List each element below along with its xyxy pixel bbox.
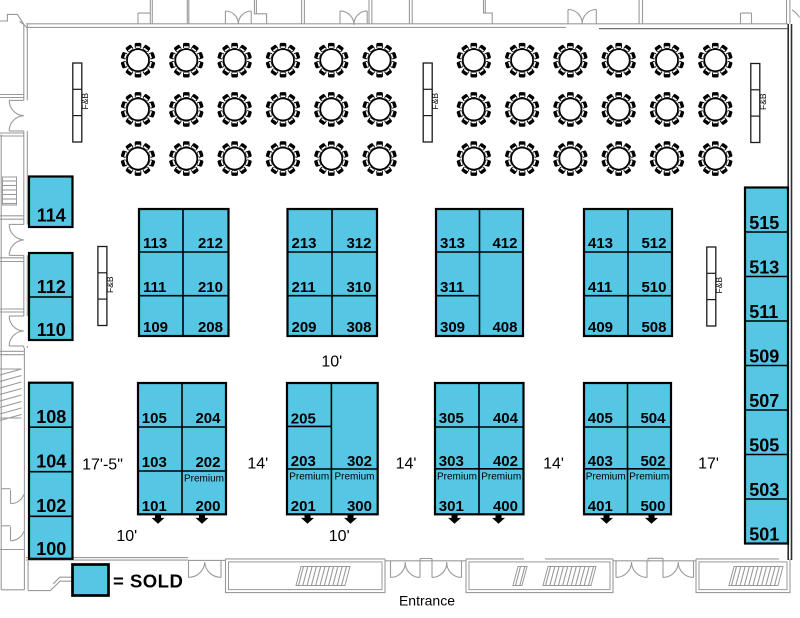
svg-text:515: 515	[749, 213, 779, 233]
svg-text:202: 202	[195, 454, 220, 471]
svg-text:203: 203	[291, 453, 316, 470]
svg-text:310: 310	[346, 279, 371, 296]
svg-text:413: 413	[588, 235, 613, 252]
svg-text:200: 200	[195, 498, 220, 515]
svg-text:101: 101	[142, 498, 167, 515]
svg-text:500: 500	[640, 498, 665, 515]
svg-text:10': 10'	[116, 528, 137, 545]
svg-text:305: 305	[439, 410, 464, 427]
svg-text:Entrance: Entrance	[399, 592, 455, 608]
svg-text:204: 204	[195, 410, 221, 427]
svg-text:112: 112	[37, 277, 66, 297]
svg-text:209: 209	[292, 319, 317, 336]
svg-text:412: 412	[492, 235, 517, 252]
svg-text:10': 10'	[329, 528, 350, 545]
svg-text:313: 313	[440, 235, 465, 252]
svg-text:502: 502	[640, 453, 665, 470]
svg-text:505: 505	[749, 435, 779, 455]
svg-text:103: 103	[142, 454, 167, 471]
svg-text:300: 300	[347, 498, 372, 515]
svg-text:14': 14'	[543, 456, 564, 473]
svg-text:507: 507	[749, 391, 779, 411]
svg-text:405: 405	[588, 410, 613, 427]
svg-text:401: 401	[588, 498, 613, 515]
svg-text:309: 309	[440, 319, 465, 336]
svg-text:205: 205	[291, 410, 316, 427]
svg-text:14': 14'	[396, 456, 417, 473]
svg-text:404: 404	[493, 410, 519, 427]
svg-text:411: 411	[588, 279, 612, 296]
svg-text:312: 312	[346, 235, 371, 252]
svg-text:114: 114	[37, 206, 66, 226]
svg-text:303: 303	[439, 453, 464, 470]
svg-text:113: 113	[143, 235, 167, 252]
svg-text:512: 512	[641, 235, 666, 252]
svg-text:100: 100	[36, 539, 66, 559]
svg-text:17'-5": 17'-5"	[82, 457, 123, 474]
svg-text:14': 14'	[247, 456, 268, 473]
svg-text:400: 400	[493, 498, 518, 515]
svg-text:Premium: Premium	[481, 471, 521, 482]
svg-text:213: 213	[292, 235, 317, 252]
svg-text:109: 109	[143, 319, 168, 336]
svg-text:208: 208	[198, 319, 223, 336]
svg-text:504: 504	[640, 410, 666, 427]
svg-text:= SOLD: = SOLD	[113, 571, 183, 592]
svg-text:108: 108	[36, 407, 66, 427]
svg-text:Premium: Premium	[289, 472, 329, 483]
svg-text:302: 302	[347, 453, 372, 470]
svg-text:Premium: Premium	[334, 472, 374, 483]
svg-text:509: 509	[749, 346, 779, 366]
svg-text:308: 308	[346, 319, 371, 336]
svg-text:Premium: Premium	[184, 474, 224, 485]
svg-text:212: 212	[198, 235, 223, 252]
svg-text:211: 211	[292, 279, 316, 296]
svg-text:301: 301	[439, 498, 464, 515]
svg-text:Premium: Premium	[437, 471, 477, 482]
svg-text:104: 104	[36, 452, 66, 472]
svg-text:510: 510	[641, 279, 666, 296]
svg-text:201: 201	[291, 498, 316, 515]
svg-text:111: 111	[143, 279, 166, 296]
svg-text:210: 210	[198, 279, 223, 296]
svg-text:408: 408	[492, 319, 517, 336]
svg-text:511: 511	[749, 302, 778, 322]
svg-text:17': 17'	[698, 456, 719, 473]
svg-text:311: 311	[440, 279, 464, 296]
svg-text:501: 501	[749, 524, 779, 544]
svg-text:10': 10'	[321, 354, 342, 371]
svg-text:503: 503	[749, 480, 779, 500]
svg-text:402: 402	[493, 453, 518, 470]
svg-text:105: 105	[142, 410, 167, 427]
svg-text:508: 508	[641, 319, 666, 336]
svg-text:102: 102	[36, 496, 66, 516]
svg-text:Premium: Premium	[586, 471, 626, 482]
svg-text:110: 110	[37, 320, 66, 340]
svg-text:Premium: Premium	[629, 471, 669, 482]
svg-text:513: 513	[749, 257, 779, 277]
svg-text:403: 403	[588, 453, 613, 470]
svg-text:409: 409	[588, 319, 613, 336]
